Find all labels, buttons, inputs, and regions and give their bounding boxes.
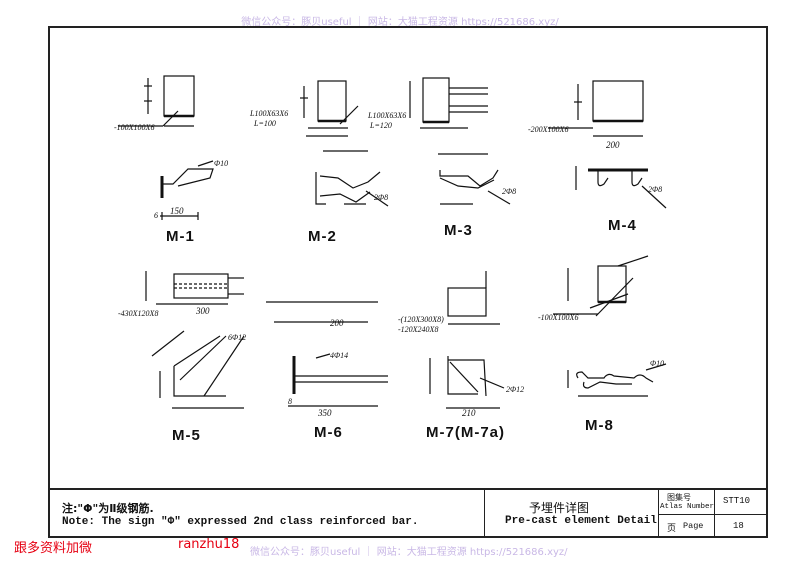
m3-length-dim: L=120 [369, 121, 392, 130]
m1-thickness-dim: 6 [154, 211, 158, 220]
drawing-title-cell: 予埋件详图 Pre-cast element Detail [484, 488, 658, 538]
m2-bar-dim: 2Φ8 [374, 193, 388, 202]
m6-elevation [288, 353, 388, 407]
m7-plate1-dim: -(120X300X8) [398, 315, 444, 324]
m5-elevation [151, 330, 245, 409]
m5-plate-dim: -430X120X8 [118, 309, 158, 318]
m5-plan-view [145, 271, 244, 305]
watermark-top: 微信公众号：豚贝useful ｜ 网站：大猫工程资源 https://52168… [241, 17, 559, 28]
m8-plan-view [553, 255, 649, 317]
m3-elevation [438, 153, 511, 205]
note-cell: 注:"Φ"为Ⅱ级钢筋. Note: The sign "Φ" expressed… [48, 488, 484, 538]
label-m6: M-6 [314, 424, 343, 441]
label-m2: M-2 [308, 228, 337, 245]
m2-length-dim: L=100 [253, 119, 276, 128]
page-number: 18 [733, 521, 744, 531]
note-chinese: 注:"Φ"为Ⅱ级钢筋. [62, 502, 154, 515]
m7-elevation [429, 356, 505, 409]
m7-bar-dim: 2Φ12 [506, 385, 524, 394]
m4-elevation [575, 166, 667, 209]
m6-bar-dim: 4Φ14 [330, 351, 348, 360]
m1-length-dim: 150 [170, 206, 184, 216]
m4-bar-dim: 2Φ8 [648, 185, 662, 194]
detail-drawings: -100X100X6 Φ10 150 6 L100X63X6 L=100 2Φ8… [114, 75, 667, 418]
label-m3: M-3 [444, 222, 473, 239]
note-english: Note: The sign "Φ" expressed 2nd class r… [62, 516, 419, 528]
m5-bar-dim: 6Φ12 [228, 333, 246, 342]
title-english: Pre-cast element Detail [505, 515, 657, 527]
m7-plate2-dim: -120X240X8 [398, 325, 438, 334]
m7-plan-view [447, 271, 500, 325]
label-m1: M-1 [166, 228, 195, 245]
atlas-label-cell: 图集号 Atlas Number 页 Page [658, 488, 714, 538]
m4-plate-dim: -200X100X6 [528, 125, 568, 134]
m4-width-dim: 200 [606, 140, 620, 150]
drawing-frame [48, 26, 768, 538]
m2-plan-view [300, 80, 359, 137]
m8-plate-dim: -100X100X6 [538, 313, 578, 322]
m4-plan-view [548, 80, 644, 137]
label-m8: M-8 [585, 417, 614, 434]
contact-id: ranzhu18 [178, 537, 240, 552]
m1-plan-view [118, 75, 195, 127]
m6-width-dim: 200 [330, 318, 344, 328]
label-m5: M-5 [172, 427, 201, 444]
m7-length-dim: 210 [462, 408, 476, 418]
m6-plan-view [266, 301, 378, 323]
m2-elevation [315, 150, 389, 207]
m3-angle-dim: L100X63X6 [367, 111, 406, 120]
contact-note: 跟多资料加微 [14, 541, 93, 556]
m8-elevation [567, 363, 667, 397]
m1-plate-dim: -100X100X6 [114, 123, 154, 132]
label-m7: M-7(M-7a) [426, 424, 505, 441]
atlas-number: STT10 [723, 496, 751, 506]
m5-length-dim: 300 [195, 306, 210, 316]
m6-length-dim: 350 [317, 408, 332, 418]
m1-rebar-dim: Φ10 [214, 159, 228, 168]
m2-angle-dim: L100X63X6 [249, 109, 288, 118]
watermark-bottom: 微信公众号：豚贝useful ｜ 网站：大猫工程资源 https://52168… [250, 547, 568, 558]
m8-bar-dim: Φ10 [650, 359, 664, 368]
title-chinese: 予埋件详图 [529, 501, 590, 515]
atlas-label-chinese: 图集号 [667, 493, 691, 502]
atlas-value-cell: STT10 18 [714, 488, 768, 538]
label-m4: M-4 [608, 217, 637, 234]
page-label-chinese: 页 [667, 524, 677, 534]
m1-elevation [160, 160, 214, 220]
m3-bar-dim: 2Φ8 [502, 187, 516, 196]
m3-plan-view [409, 77, 488, 129]
atlas-label-english: Atlas Number [660, 503, 715, 511]
page-label-english: Page [683, 521, 704, 531]
m6-thickness-dim: 8 [288, 397, 292, 406]
